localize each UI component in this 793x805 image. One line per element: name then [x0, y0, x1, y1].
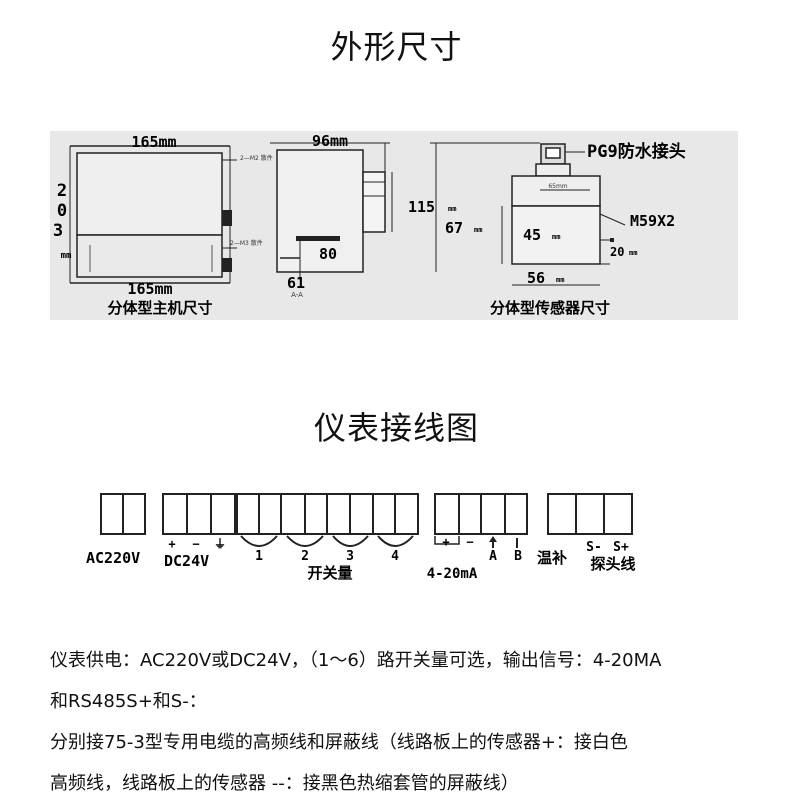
- host-section-label: A-A: [291, 291, 303, 299]
- host-height-digit-1: 2: [57, 181, 67, 201]
- host-top-width: 165mm: [131, 133, 176, 151]
- host-dim-80: 80: [319, 245, 337, 263]
- host-bottom-width: 165mm: [127, 280, 172, 298]
- host-height-digit-3: 3: [53, 221, 63, 241]
- section-title-wiring: 仪表接线图: [313, 409, 479, 447]
- sensor-dim-56: 56: [527, 269, 545, 287]
- sensor-unit-56: mm: [556, 276, 564, 284]
- host-label-m2: 2—M2 散件: [240, 154, 273, 162]
- sensor-pg9-label: PG9防水接头: [587, 141, 686, 162]
- description-line-1: 仪表供电：AC220V或DC24V，（1～6）路开关量可选，输出信号：4-20M…: [50, 650, 662, 671]
- sensor-dim-67: 67: [445, 219, 463, 237]
- sensor-dim-65: 65mm: [548, 183, 567, 190]
- host-dim-61: 61: [287, 274, 305, 292]
- sensor-unit-45: mm: [552, 233, 560, 241]
- sensor-dim-115: 115: [408, 198, 435, 216]
- description-line-3: 分别接75-3型专用电缆的高频线和屏蔽线（线路板上的传感器+：接白色: [50, 732, 628, 753]
- description-line-2: 和RS485S+和S-：: [50, 691, 207, 712]
- sensor-dim-20: 20: [610, 245, 624, 259]
- description-line-4: 高频线，线路板上的传感器 --：接黑色热缩套管的屏蔽线）: [50, 773, 519, 794]
- sensor-thread-label: M59X2: [630, 212, 675, 230]
- sensor-unit-20: mm: [629, 249, 637, 257]
- sensor-dim-45: 45: [523, 226, 541, 244]
- sensor-unit-115: mm: [448, 205, 456, 213]
- section-title-dimensions: 外形尺寸: [330, 28, 463, 66]
- sensor-caption: 分体型传感器尺寸: [490, 299, 610, 317]
- sensor-unit-67: mm: [474, 226, 482, 234]
- host-height-unit: mm: [61, 251, 72, 261]
- host-label-m3: 2—M3 散件: [230, 239, 263, 247]
- host-height-digit-2: 0: [57, 201, 67, 221]
- host-caption: 分体型主机尺寸: [107, 299, 212, 317]
- host-side-width: 96mm: [312, 132, 348, 150]
